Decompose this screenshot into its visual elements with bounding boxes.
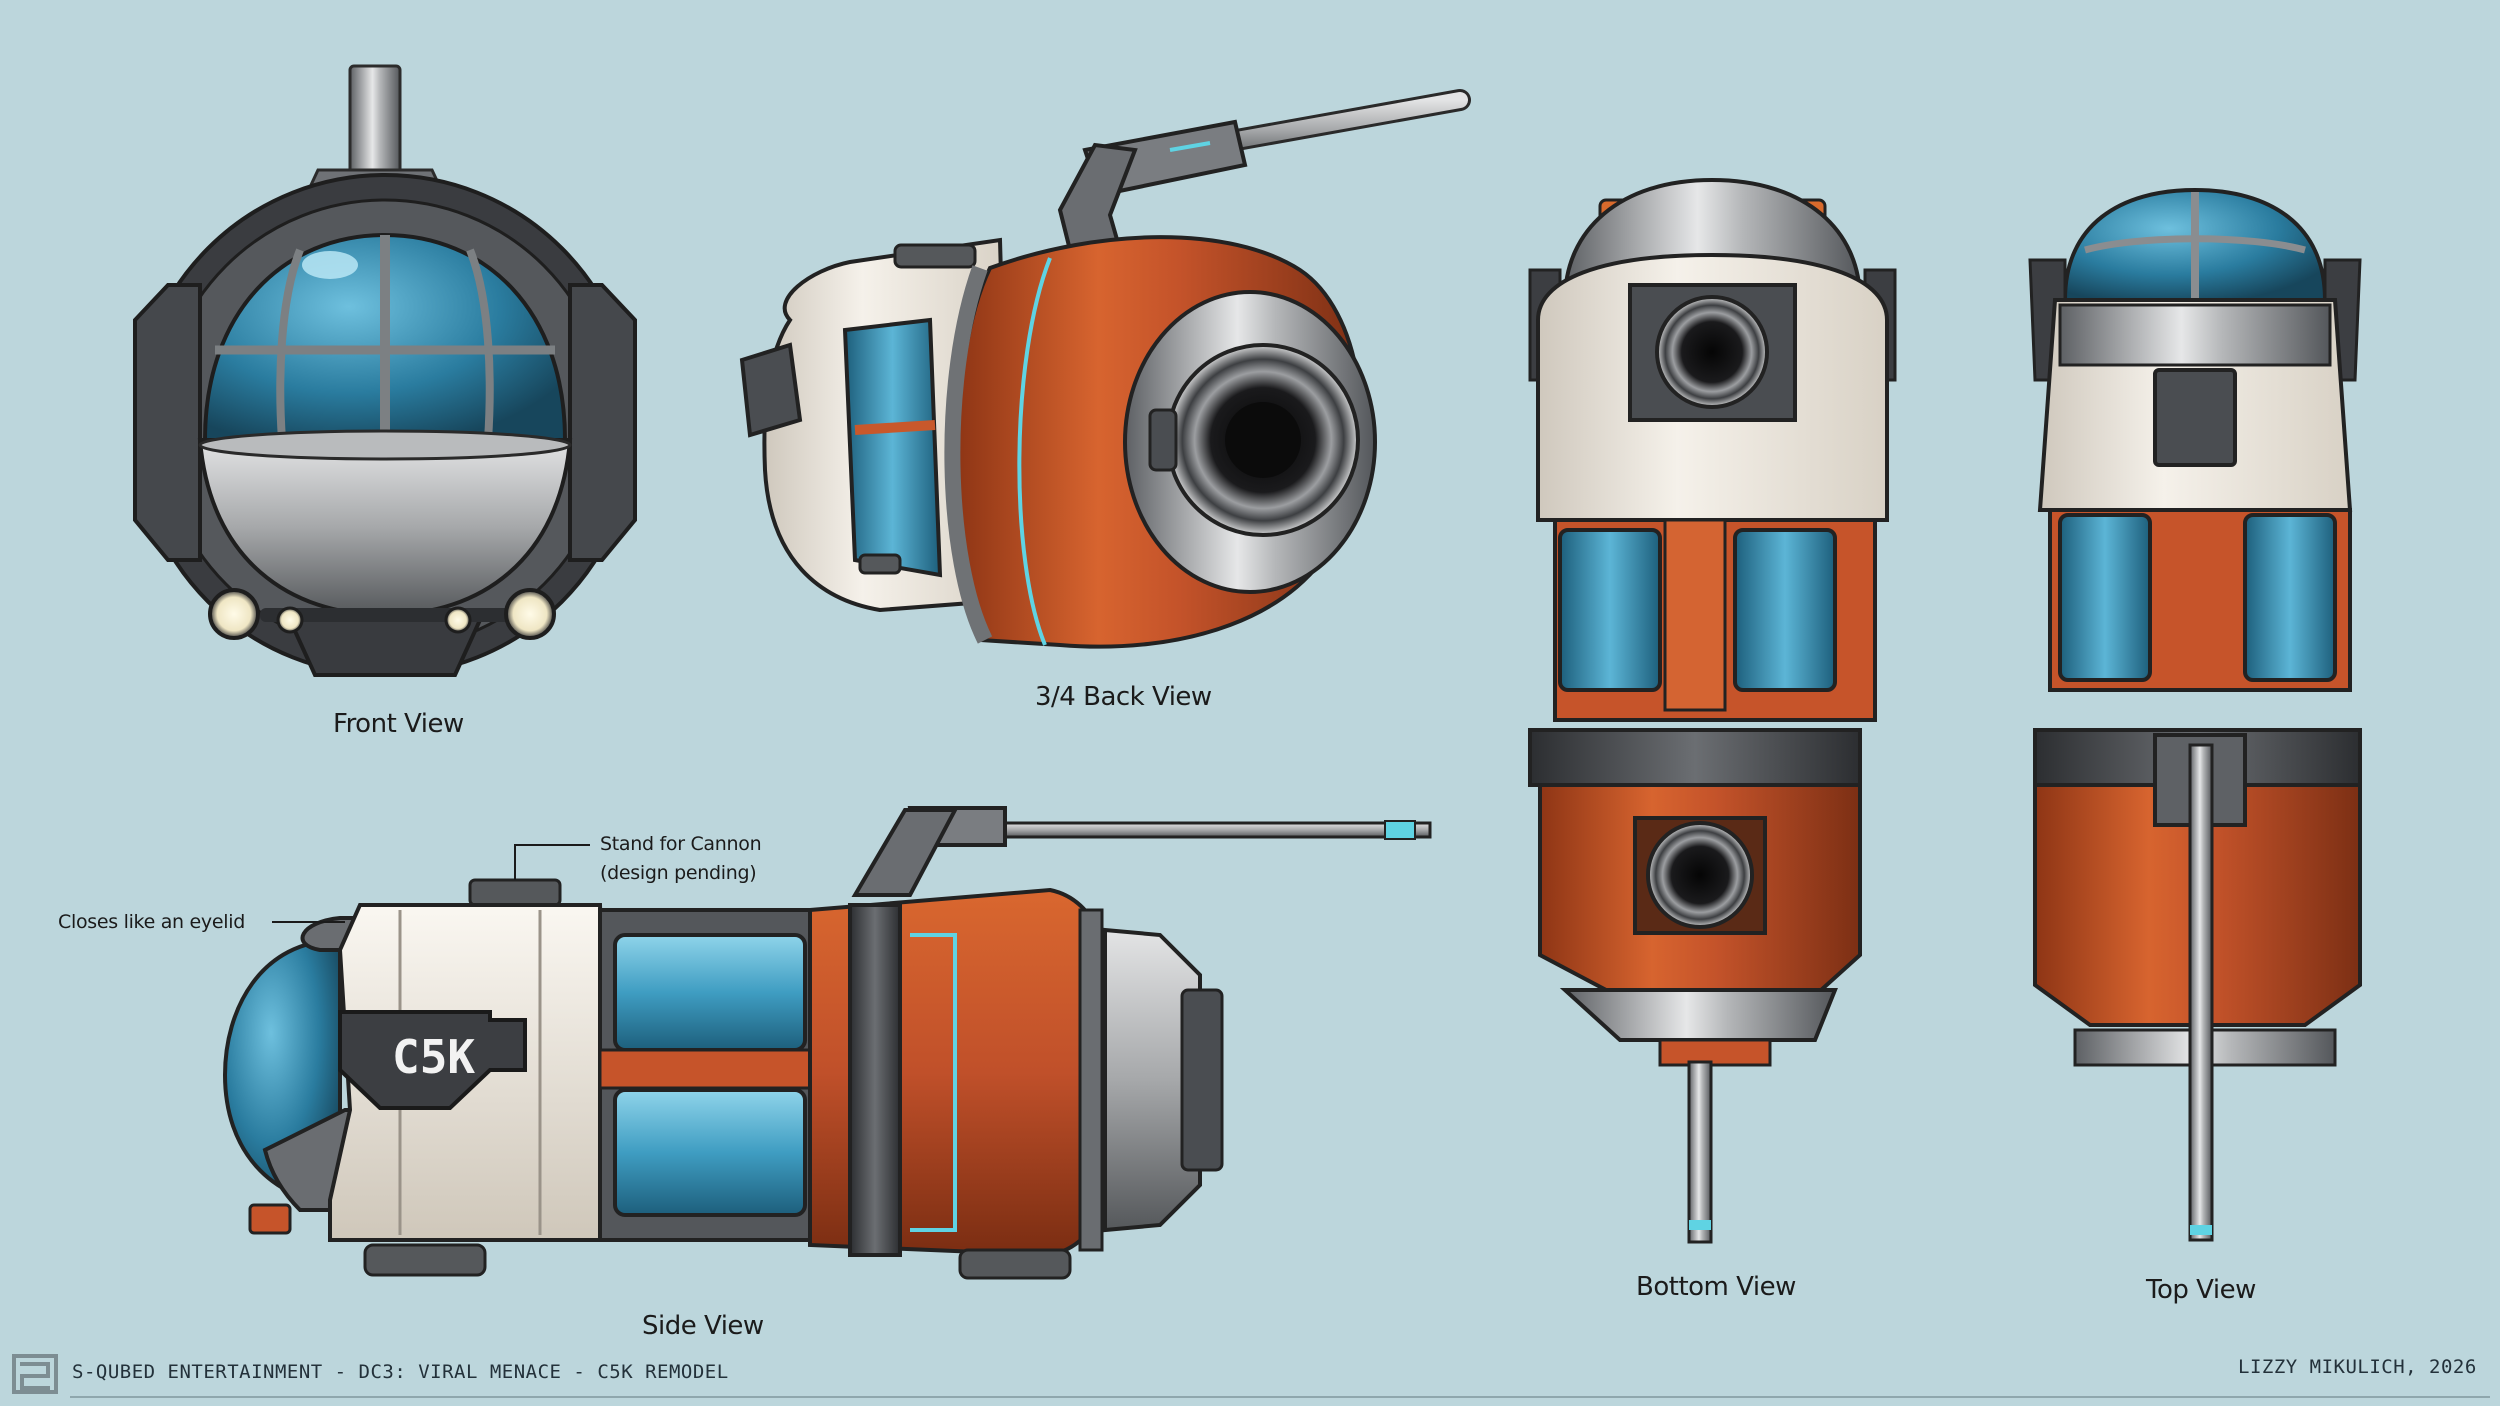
footer-artist-credit: LIZZY MIKULICH, 2026: [2238, 1356, 2477, 1378]
bottom-dark-band: [1528, 728, 1862, 787]
stand-annotation-line1: Stand for Cannon: [600, 833, 762, 855]
back34-glass-band: [842, 317, 943, 578]
side-dark-band: [848, 903, 902, 1257]
eyelid-annotation: Closes like an eyelid: [58, 911, 245, 933]
back34-cannon: [1057, 89, 1471, 252]
top-view-pod: [2028, 187, 2362, 1242]
front-left-lamp: [208, 588, 260, 640]
front-right-lamp: [504, 588, 556, 640]
bottom-left-window: [1558, 528, 1662, 692]
back34-view-pod: [739, 89, 1471, 649]
top-left-window: [2058, 513, 2152, 682]
front-view-pod: [133, 64, 637, 677]
front-periscope: [348, 64, 402, 178]
top-right-window: [2243, 513, 2337, 682]
side-hull-marking: C5K: [392, 1030, 475, 1084]
bottom-right-window: [1733, 528, 1837, 692]
front-view-label: Front View: [333, 709, 464, 739]
s-qubed-logo-icon: [12, 1354, 58, 1394]
footer-project-title: S-QUBED ENTERTAINMENT - DC3: VIRAL MENAC…: [72, 1361, 729, 1383]
top-cannon: [2188, 743, 2214, 1242]
bottom-view-label: Bottom View: [1636, 1272, 1796, 1302]
bottom-view-pod: [1528, 177, 1897, 1244]
top-view-label: Top View: [2146, 1275, 2256, 1305]
side-view-label: Side View: [642, 1311, 764, 1341]
stand-leader-line: [514, 844, 590, 880]
bottom-upper-port: [1655, 295, 1769, 409]
front-right-side-pod: [568, 283, 637, 562]
bottom-cannon: [1687, 1060, 1713, 1244]
side-view-pod: C5K: [222, 806, 1432, 1280]
side-rear-cone: [1103, 927, 1202, 1233]
side-cannon-stand: [468, 878, 562, 907]
side-upper-window: [613, 933, 807, 1052]
back34-view-label: 3/4 Back View: [1035, 682, 1212, 712]
side-lower-window: [613, 1088, 807, 1217]
side-cannon: [851, 806, 1432, 897]
side-hull-badge: [338, 1010, 527, 1110]
bottom-lower-port: [1646, 821, 1754, 929]
stand-annotation-line2: (design pending): [600, 862, 757, 884]
front-left-side-pod: [133, 283, 202, 562]
